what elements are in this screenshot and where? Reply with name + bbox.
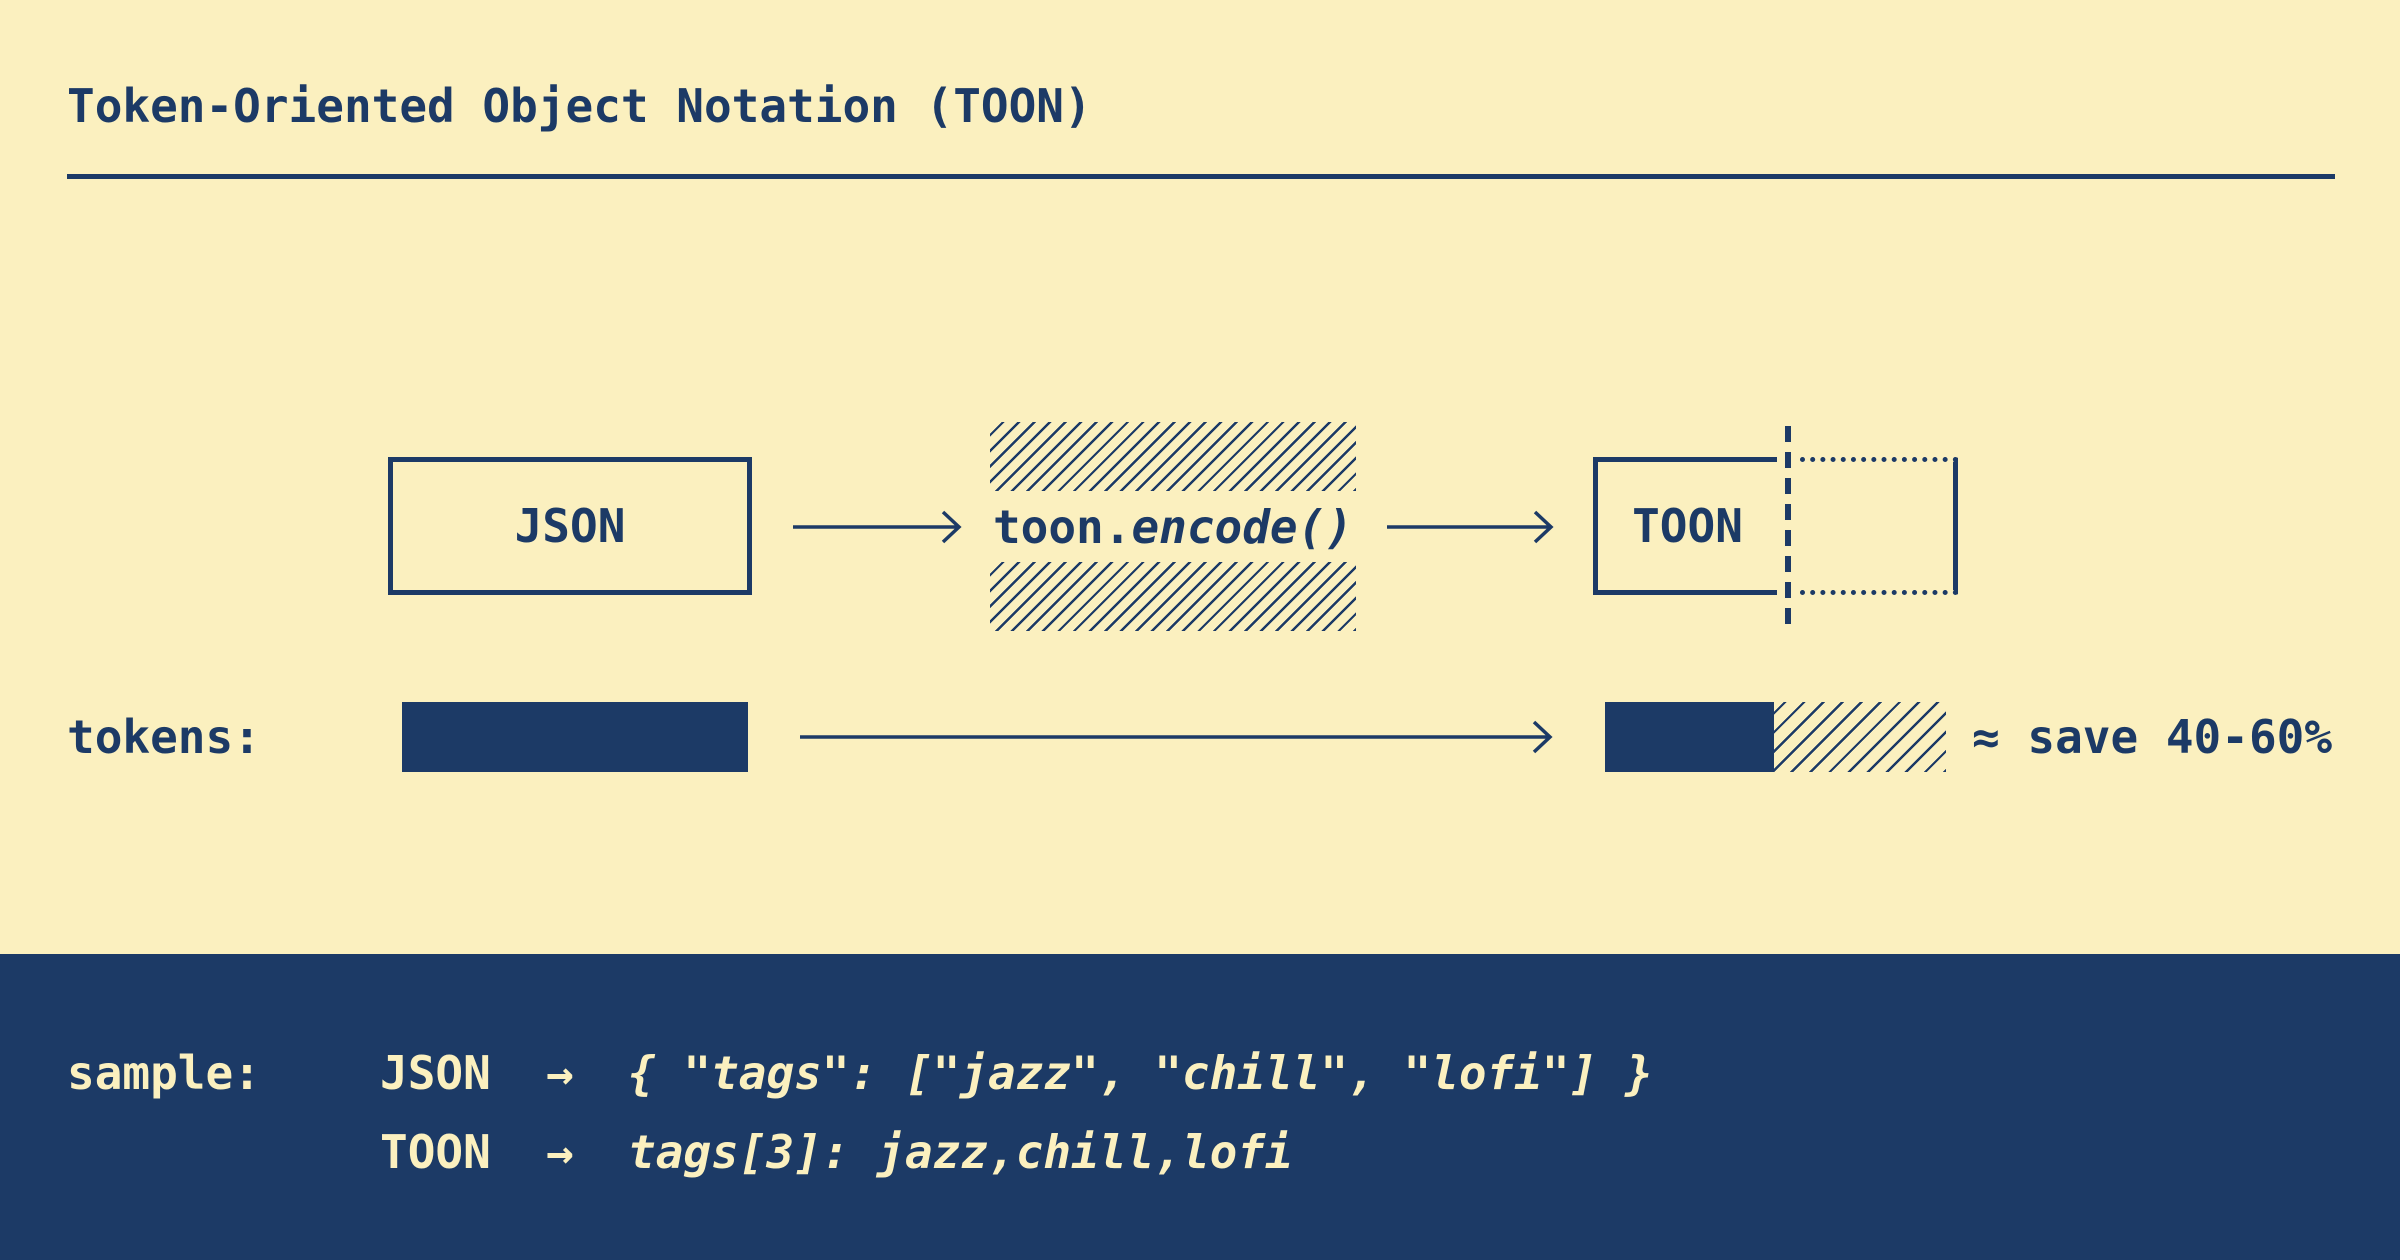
savings-note: ≈ save 40-60%	[1972, 710, 2333, 764]
toon-cut-dashed-line	[1785, 426, 1791, 627]
title-underline	[67, 174, 2335, 179]
sample-row-value: tags[3]: jazz,chill,lofi	[628, 1125, 1293, 1179]
encoder-hatch-top	[990, 422, 1356, 491]
sample-row-value: { "tags": ["jazz", "chill", "lofi"] }	[628, 1046, 1653, 1100]
encoder-call: encode()	[1131, 500, 1354, 554]
encoder-expression: toon.encode()	[990, 492, 1356, 562]
arrow-encoder-to-toon-icon	[1387, 510, 1554, 544]
json-token-bar	[402, 702, 748, 772]
toon-output-box: TOON	[1593, 457, 1777, 595]
sample-row-format: TOON	[380, 1125, 491, 1179]
toon-token-bar-saved-hatch	[1774, 702, 1946, 772]
json-input-label: JSON	[514, 499, 626, 553]
sample-row-format: JSON	[380, 1046, 491, 1100]
toon-output-label: TOON	[1632, 499, 1743, 553]
arrow-right-icon: →	[546, 1125, 574, 1179]
json-input-box: JSON	[388, 457, 752, 595]
sample-band: sample: JSON → { "tags": ["jazz", "chill…	[0, 954, 2400, 1260]
toon-token-bar	[1605, 702, 1774, 772]
tokens-row-label: tokens:	[67, 710, 261, 764]
arrow-token-reduction-icon	[800, 720, 1553, 754]
sample-label: sample:	[67, 1046, 261, 1100]
encoder-prefix: toon.	[992, 500, 1132, 554]
arrow-right-icon: →	[546, 1046, 574, 1100]
arrow-json-to-encoder-icon	[793, 510, 962, 544]
toon-saved-phantom-box	[1800, 457, 1958, 595]
encoder-hatch-bottom	[990, 562, 1356, 631]
page-title: Token-Oriented Object Notation (TOON)	[67, 79, 1092, 133]
